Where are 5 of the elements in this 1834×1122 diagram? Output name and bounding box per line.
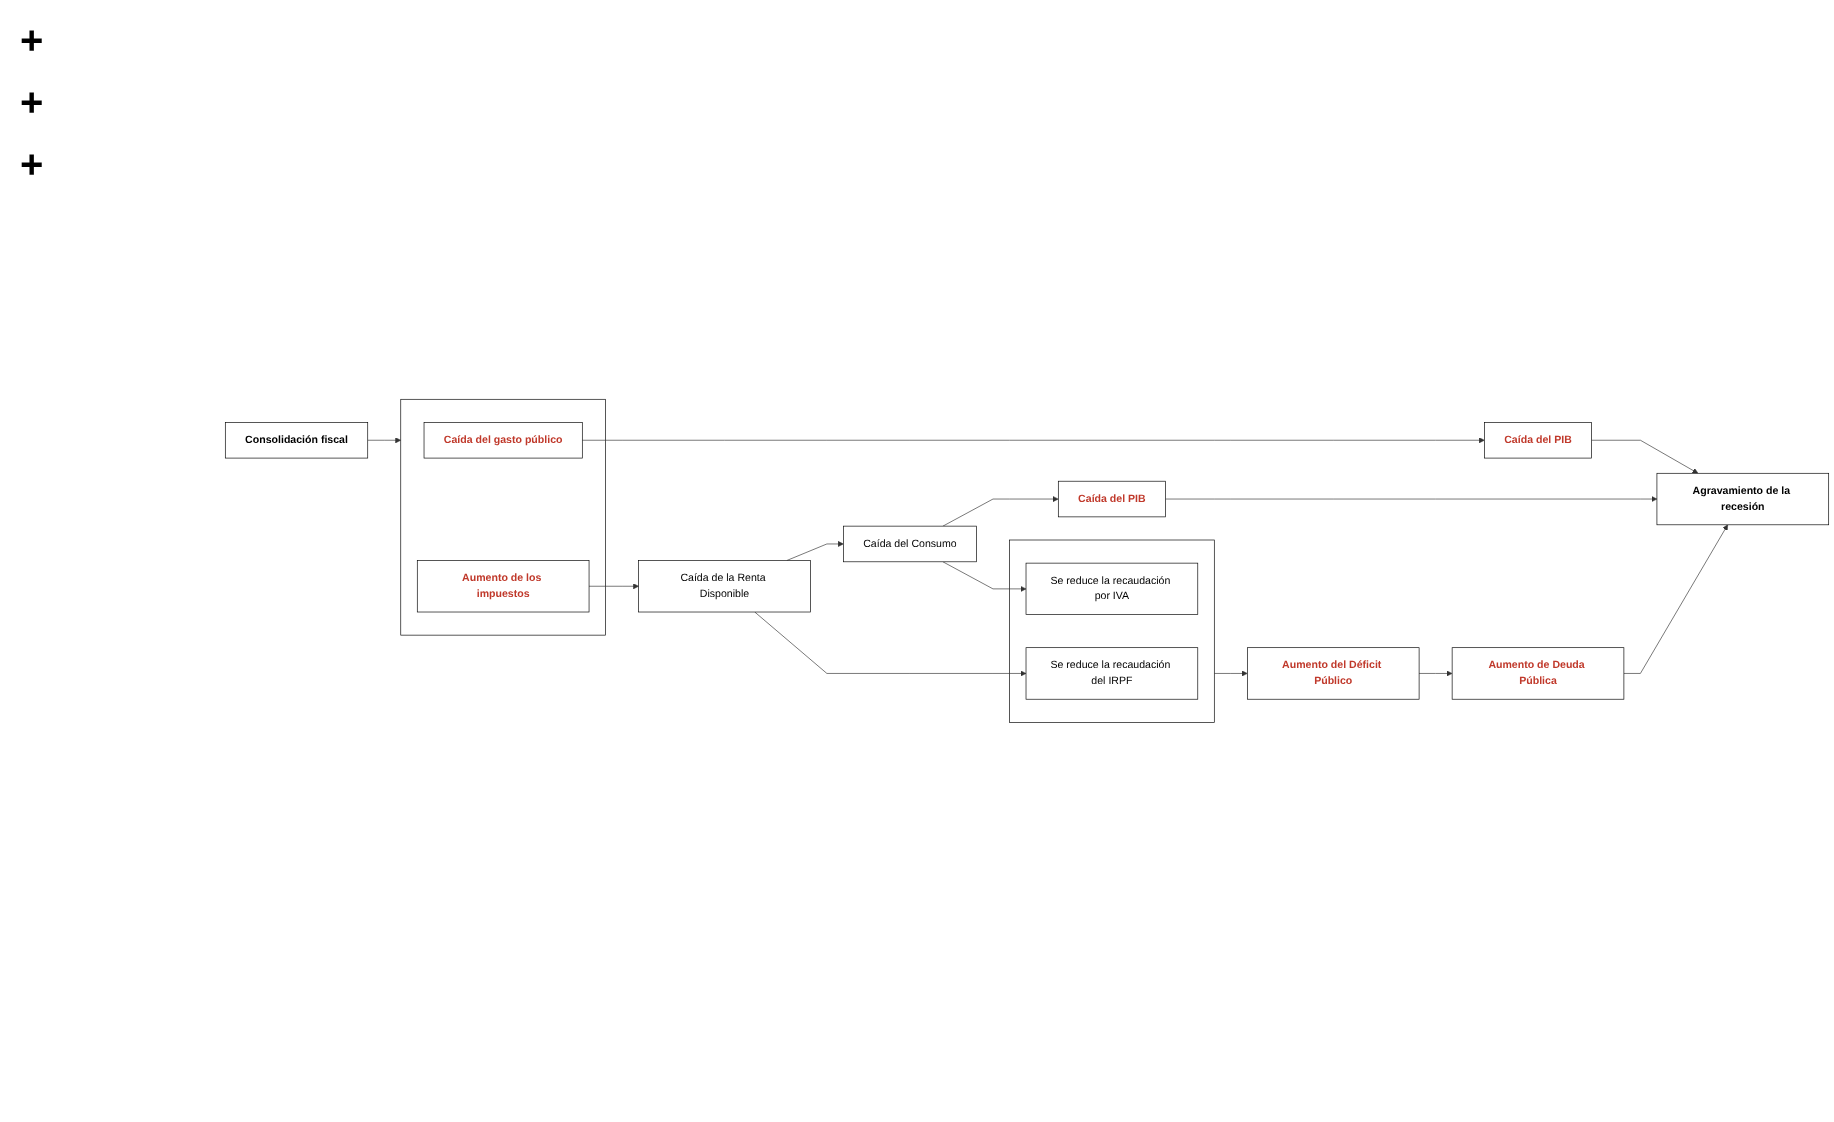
plus-sign: +: [20, 144, 46, 190]
cluster: [1009, 539, 1215, 723]
cluster: [400, 399, 606, 636]
plus-sign: +: [20, 20, 46, 66]
plus-sign: +: [20, 82, 46, 128]
